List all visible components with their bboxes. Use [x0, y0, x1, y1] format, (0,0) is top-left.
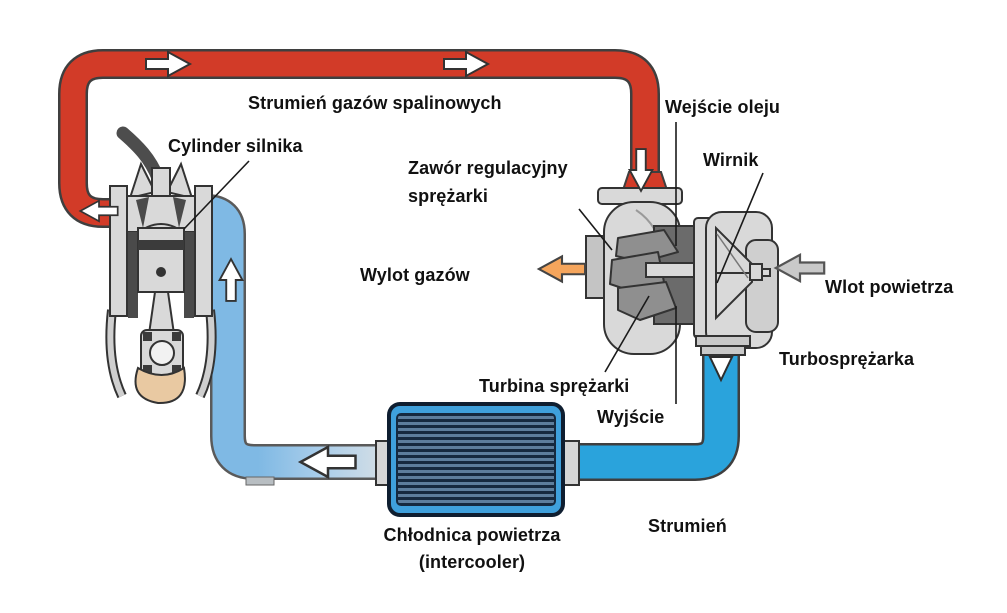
label-exhaust-stream: Strumień gazów spalinowych	[248, 93, 502, 113]
leader-compressor-turbine	[604, 295, 650, 373]
crank-counterweight	[134, 366, 186, 405]
cylinder-wall-left	[128, 232, 138, 318]
air-inlet-arrow-icon	[774, 253, 826, 283]
engine-cylinder-illustration	[105, 126, 217, 405]
exhaust-pipe-fill	[60, 51, 658, 226]
engine-left-plate	[109, 185, 128, 317]
compressor-outlet-flange	[695, 335, 751, 347]
label-compressor-turbine: Turbina sprężarki	[479, 376, 630, 396]
leader-engine-cylinder	[183, 160, 250, 230]
piston-pin	[156, 267, 166, 277]
leader-rotor	[716, 172, 764, 284]
piston	[137, 227, 185, 293]
connecting-rod	[147, 291, 176, 335]
turbocharger-illustration	[585, 187, 779, 383]
intercooler-illustration	[375, 402, 580, 517]
engine-valve-center	[151, 167, 171, 199]
piston-ring	[138, 240, 184, 250]
label-intercooler-line1: Chłodnica powietrza	[383, 525, 561, 545]
label-gas-outlet: Wylot gazów	[360, 265, 470, 285]
label-regulator-valve-2: sprężarki	[408, 186, 488, 206]
leader-lines	[183, 122, 764, 404]
label-oil-inlet: Wejście oleju	[665, 97, 781, 117]
label-intercooler: Chłodnica powietrza (intercooler)	[352, 522, 592, 576]
label-air-inlet: Wlot powietrza	[825, 277, 954, 297]
label-stream: Strumień	[648, 516, 727, 536]
label-rotor: Wirnik	[703, 150, 759, 170]
engine-right-plate	[194, 185, 213, 317]
gas-outlet-arrow-icon	[537, 255, 587, 283]
compressor-nose	[749, 263, 763, 281]
leader-regulator-valve	[578, 208, 613, 251]
intercooler-core	[396, 413, 556, 506]
pipe-notch	[708, 356, 734, 383]
wastegate-bump	[585, 235, 605, 299]
label-intercooler-line2: (intercooler)	[418, 552, 526, 572]
label-outlet: Wyjście	[597, 407, 665, 427]
intake-pipe-hot	[566, 340, 740, 481]
label-engine-cylinder: Cylinder silnika	[168, 136, 303, 156]
compressor-cover	[745, 239, 779, 333]
cylinder-wall-right	[184, 232, 194, 318]
label-regulator-valve-1: Zawór regulacyjny	[408, 158, 568, 178]
label-turbocharger: Turbosprężarka	[779, 349, 915, 369]
intake-pipe-cooled	[196, 194, 394, 486]
crank-journal	[149, 340, 175, 366]
pipe-joint-tab	[245, 476, 275, 486]
